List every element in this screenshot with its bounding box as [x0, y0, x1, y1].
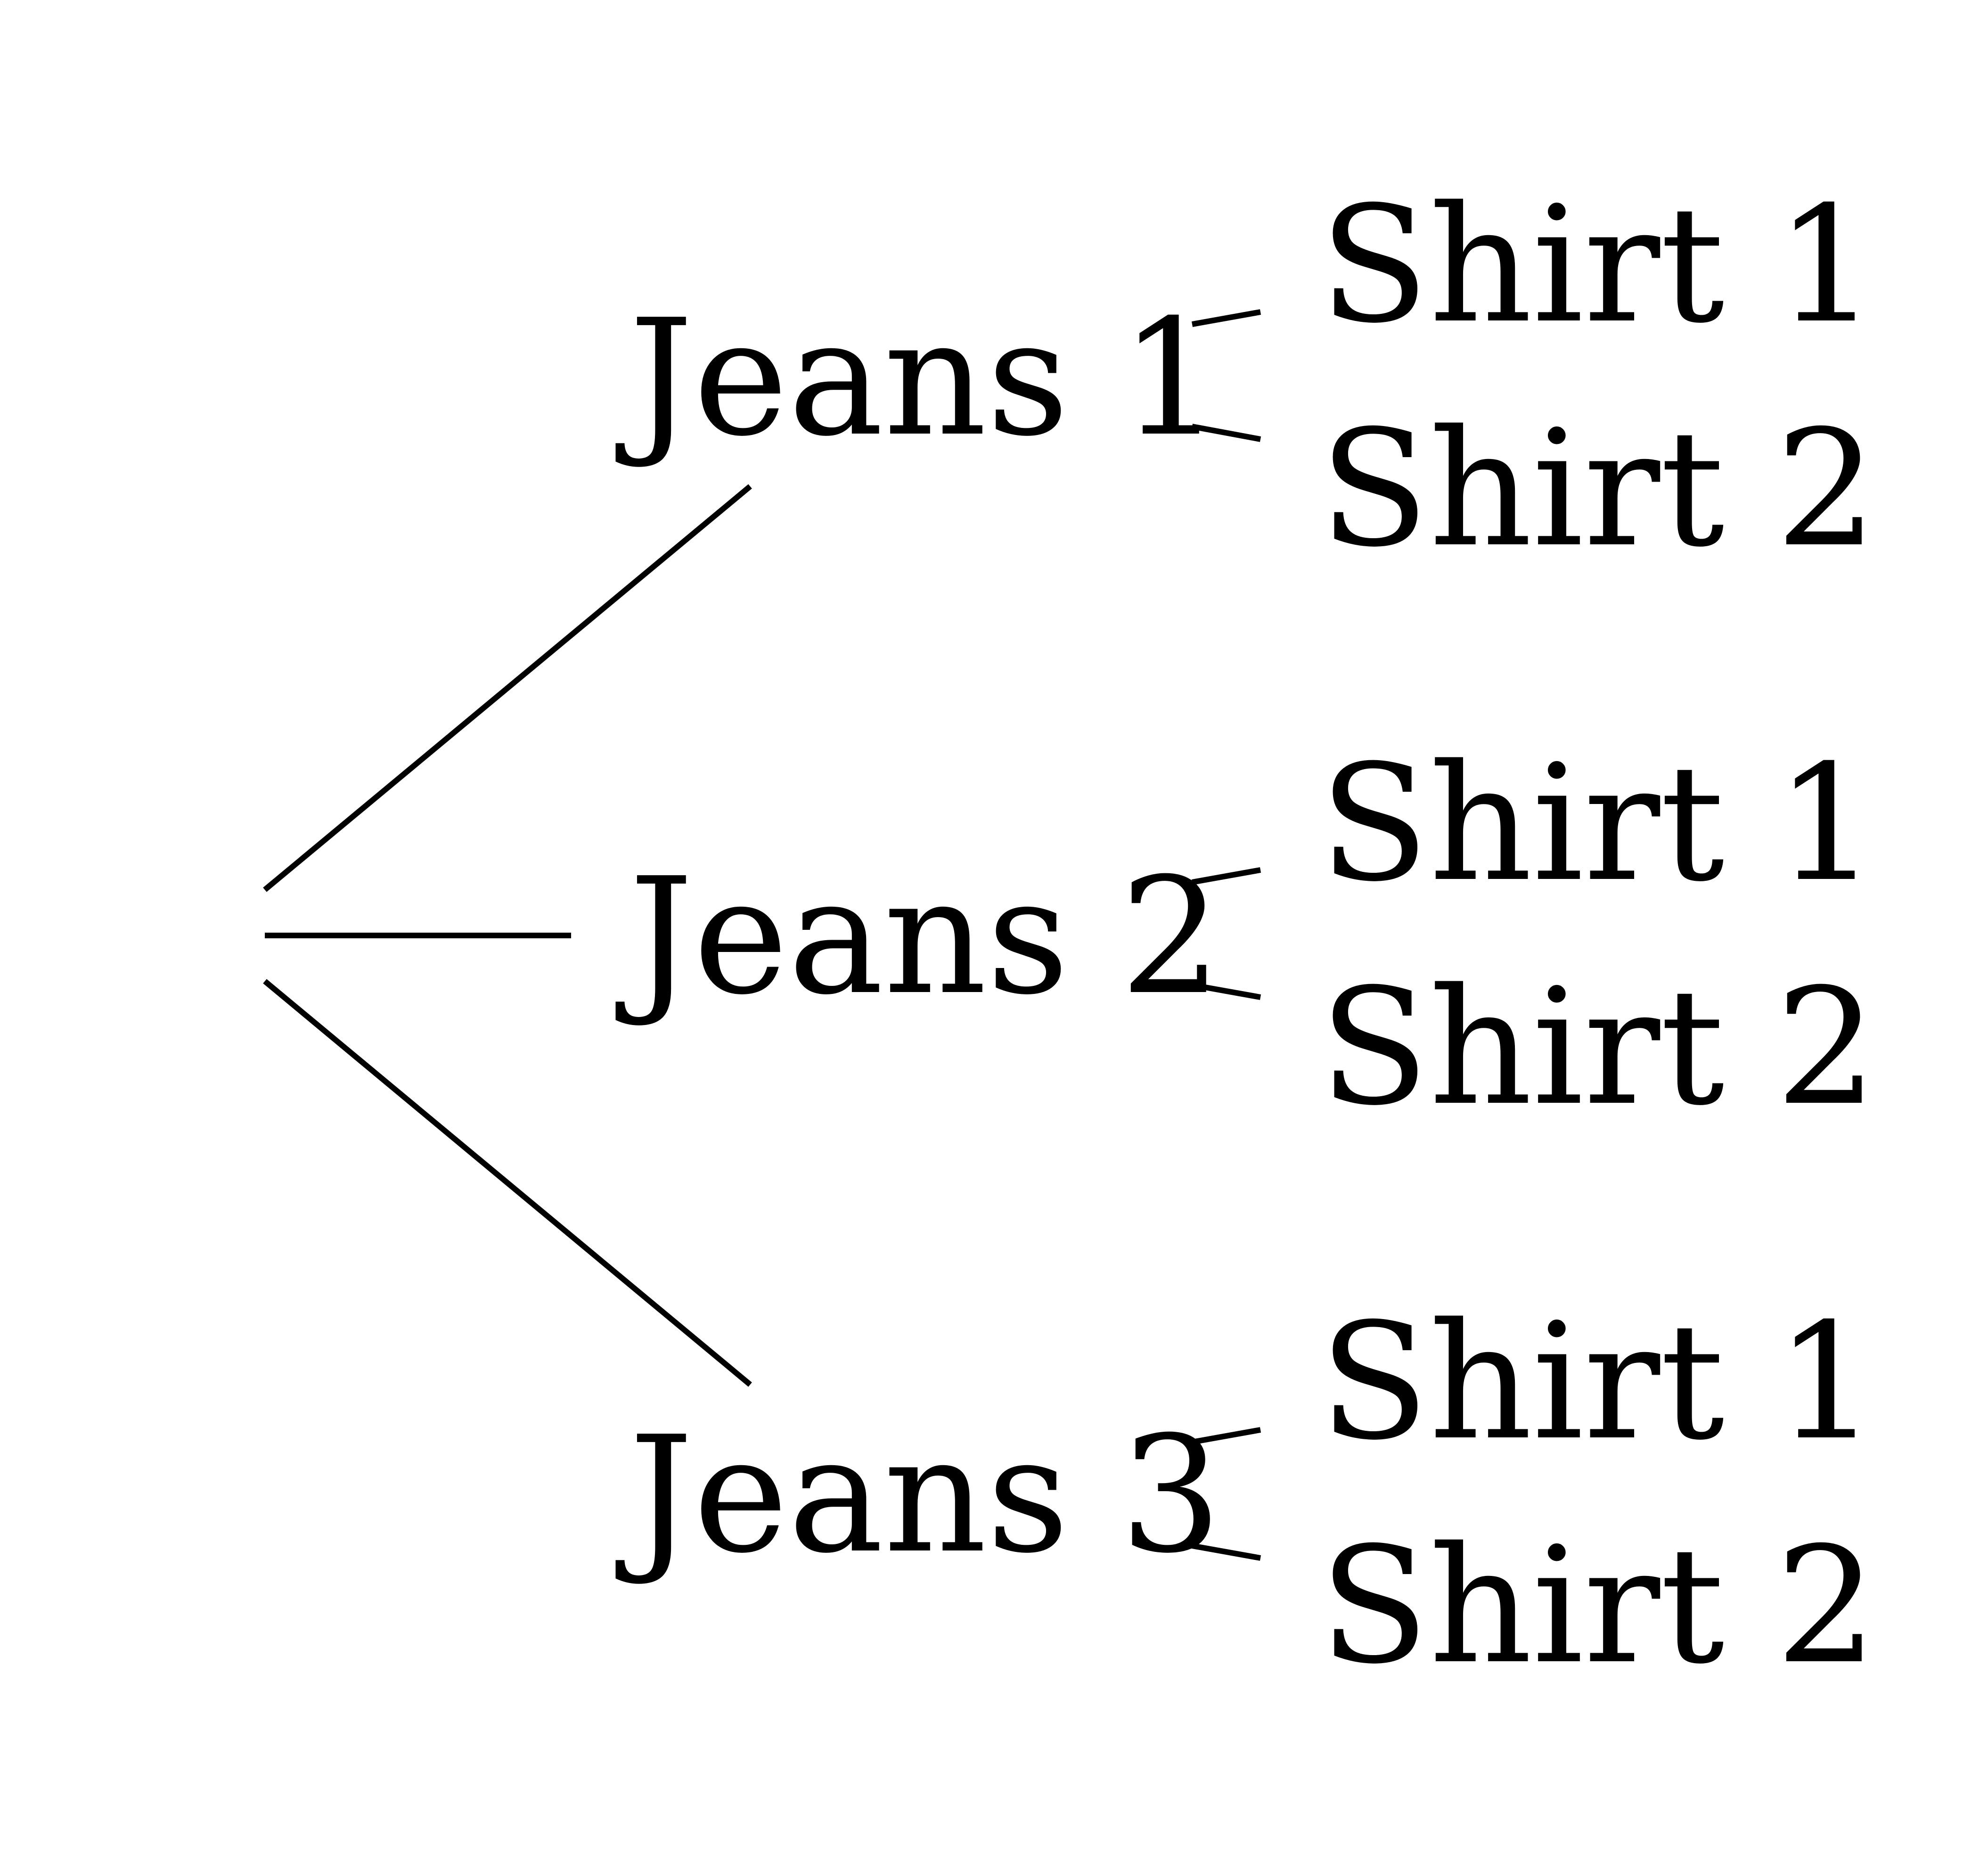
jeans-1-shirt-1-label: Shirt 1: [1319, 172, 1877, 359]
jeans-2-label: Jeans 2: [614, 844, 1222, 1030]
edge-jeans-3-shirt-2: [1191, 1543, 1261, 1561]
edge-jeans-1-shirt-1: [1191, 309, 1261, 327]
jeans-1-label: Jeans 1: [614, 285, 1222, 472]
jeans-2-shirt-1-label: Shirt 1: [1319, 730, 1877, 917]
edge-jeans-2-shirt-1: [1191, 867, 1261, 885]
jeans-3-label: Jeans 3: [614, 1402, 1222, 1589]
jeans-2-shirt-2-label: Shirt 2: [1319, 954, 1877, 1141]
jeans-3-shirt-2-label: Shirt 2: [1319, 1513, 1877, 1699]
edge-jeans-1-shirt-2: [1191, 424, 1261, 442]
edge-jeans-2-shirt-2: [1191, 982, 1261, 1000]
edge-jeans-3-shirt-1: [1191, 1427, 1261, 1445]
jeans-3-shirt-1-label: Shirt 1: [1319, 1289, 1877, 1476]
edge-root-jeans-3: [263, 979, 752, 1387]
jeans-1-shirt-2-label: Shirt 2: [1319, 396, 1877, 582]
edge-root-jeans-1: [263, 484, 752, 892]
